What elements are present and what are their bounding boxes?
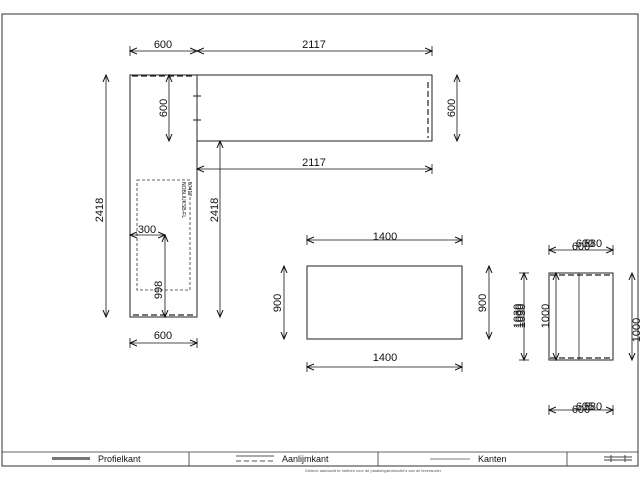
- legend-kanten: Kanten: [478, 454, 507, 464]
- rect-panel: [306, 265, 463, 340]
- legend: Profielkant Aanlijmkant Kanten Gelieve a…: [2, 451, 638, 473]
- dim-side-bottom-c: 600: [572, 404, 590, 416]
- dim-sink-offset-x: 300: [138, 224, 156, 236]
- dim-side-top-c: 600: [572, 241, 590, 253]
- dim-arm-depth: 600: [446, 99, 458, 117]
- sink-label-2: 57412: [186, 182, 192, 196]
- dim-top-width: 600: [154, 39, 172, 51]
- dim-rect-width-top: 1400: [373, 231, 397, 243]
- dim-sink-offset-y: 998: [153, 281, 165, 299]
- dim-side-bottom-b: 580: [584, 401, 602, 413]
- legend-profielkant: Profielkant: [98, 454, 141, 464]
- dim-arm-length-top: 2117: [302, 39, 326, 51]
- dim-inner-depth: 600: [158, 99, 170, 117]
- dim-side-left-c: 1030: [516, 304, 528, 328]
- dim-rect-height-right: 900: [477, 294, 489, 312]
- dim-rect-height-left: 900: [272, 294, 284, 312]
- sheet-frame: [1, 13, 639, 467]
- profielkant-symbol: [52, 457, 90, 460]
- dim-side-top-b: 580: [584, 238, 602, 250]
- dim-arm-length-inner: 2117: [302, 157, 326, 169]
- l-shape-countertop: NOBLIUKSB-FL 57412: [129, 74, 433, 318]
- sink-label-1: NOBLIUKSB-FL: [180, 182, 186, 218]
- dim-side-left-a: 1030: [512, 304, 524, 328]
- dim-side-top-a: 600: [576, 238, 594, 250]
- dim-side-left-b: 1000: [514, 304, 526, 328]
- footer-note: Gelieve aandacht te hebben voor de plaat…: [305, 468, 442, 473]
- side-panel: [548, 272, 614, 361]
- dim-side-right: 1000: [631, 318, 640, 342]
- dim-inner-height: 2418: [209, 198, 221, 222]
- dim-side-bottom-a: 605: [576, 401, 594, 413]
- dim-total-height: 2418: [94, 198, 106, 222]
- dim-rect-width-bottom: 1400: [373, 352, 397, 364]
- dim-side-inner-height: 1000: [540, 304, 552, 328]
- legend-aanlijmkant: Aanlijmkant: [282, 454, 329, 464]
- dim-bottom-width: 600: [154, 330, 172, 342]
